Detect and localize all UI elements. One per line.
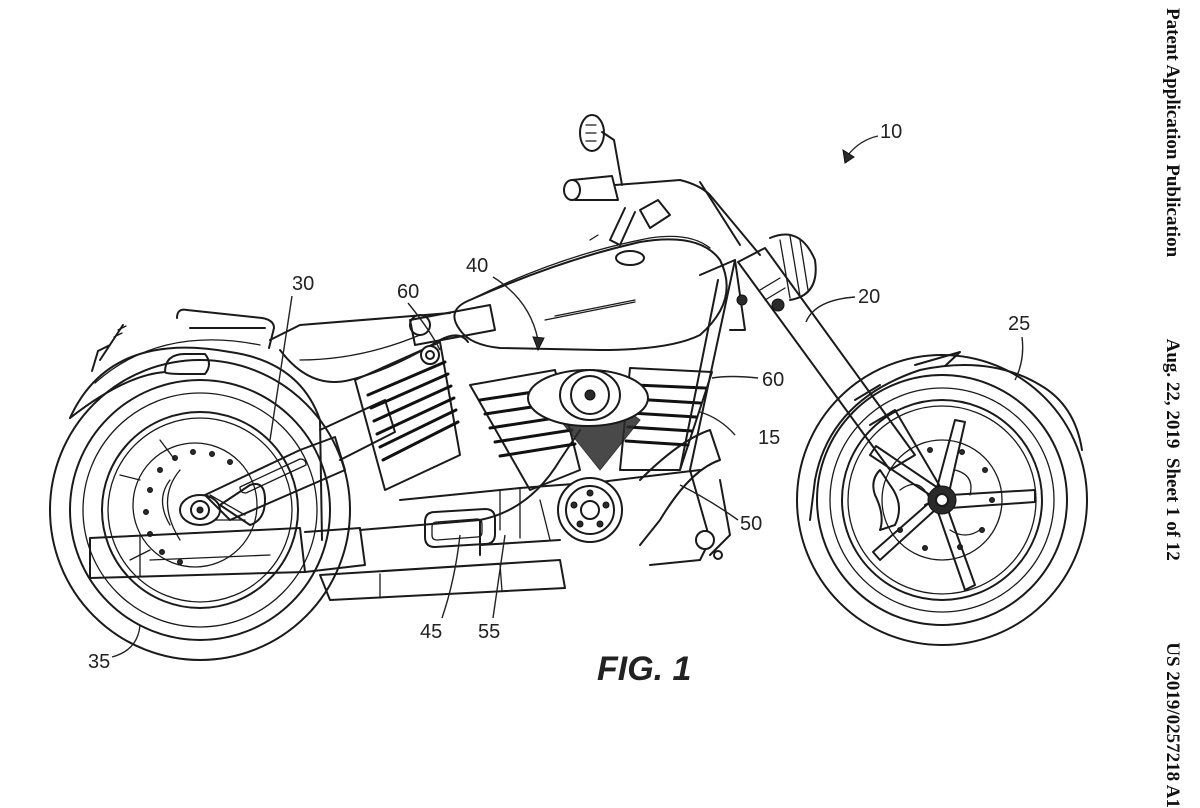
sheet-number: Sheet 1 of 12 [1162, 457, 1183, 561]
leader-lines [111, 135, 1024, 658]
ref-15: 15 [758, 427, 780, 449]
frame [649, 259, 748, 566]
fuel-tank [453, 234, 728, 351]
swingarm [204, 399, 396, 521]
reference-numerals: 10 15 20 25 30 35 40 45 50 55 60 60 [88, 121, 1030, 673]
motorcycle-drawing: 10 15 20 25 30 35 40 45 50 55 60 60 FIG.… [49, 114, 1088, 688]
publication-number: US 2019/0257218 A1 [1162, 642, 1183, 808]
ref-40: 40 [466, 255, 488, 277]
ref-50: 50 [740, 513, 762, 535]
publication-date-sheet: Aug. 22, 2019 Sheet 1 of 12 [1161, 339, 1183, 561]
front-wheel [796, 351, 1088, 646]
ref-20: 20 [858, 286, 880, 308]
rear-wheel [49, 359, 351, 661]
ref-10: 10 [880, 121, 902, 143]
figure-label: FIG. 1 [597, 650, 691, 688]
engine [354, 304, 721, 548]
ref-60-upper: 60 [397, 281, 419, 303]
publication-type: Patent Application Publication [1162, 8, 1183, 258]
publication-date: Aug. 22, 2019 [1162, 338, 1183, 449]
ref-55: 55 [478, 621, 500, 643]
ref-60-right: 60 [762, 369, 784, 391]
handlebar [563, 114, 817, 301]
seat [176, 308, 469, 383]
ref-25: 25 [1008, 313, 1030, 335]
ref-30: 30 [292, 273, 314, 295]
rear-fender [69, 324, 323, 541]
patent-header: Patent Application Publication Aug. 22, … [1150, 0, 1200, 808]
ref-45: 45 [420, 621, 442, 643]
ref-35: 35 [88, 651, 110, 673]
